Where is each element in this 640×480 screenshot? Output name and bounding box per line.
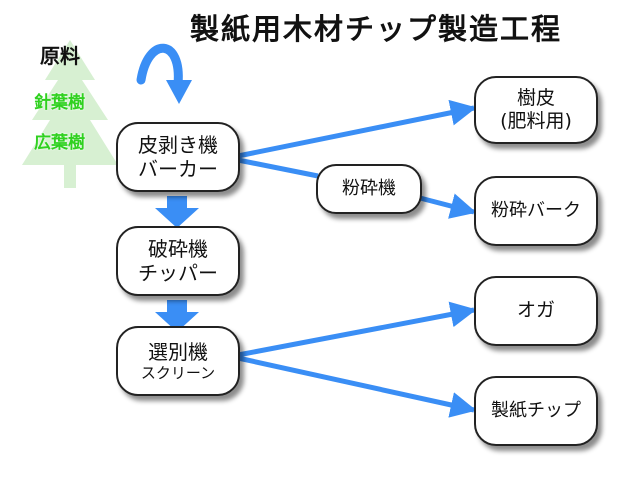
- arrow-screener-to-oga: [237, 301, 477, 358]
- tree-icon: [22, 40, 118, 188]
- bark-label: 樹皮: [516, 86, 555, 109]
- softwood-label: 針葉樹: [34, 93, 85, 113]
- chipper-label: 破砕機: [148, 236, 208, 261]
- chipper-sublabel: チッパー: [138, 261, 218, 285]
- screener-box: 選別機 スクリーン: [116, 326, 240, 396]
- input-curved-arrow: [136, 43, 183, 89]
- crusher-box: 粉砕機: [316, 164, 422, 214]
- arrow-debarker-to-chipper: [155, 196, 199, 228]
- arrow-crusher-to-crushed-bark: [419, 193, 477, 219]
- input-curved-arrowhead: [166, 80, 192, 104]
- paper-chip-label: 製紙チップ: [491, 400, 581, 422]
- bark-output-box: 樹皮 (肥料用): [474, 76, 598, 144]
- crusher-label: 粉砕機: [342, 178, 396, 200]
- chipper-box: 破砕機 チッパー: [116, 226, 240, 296]
- oga-label: オガ: [516, 299, 555, 322]
- diagram-title: 製紙用木材チップ製造工程: [190, 12, 563, 46]
- arrow-screener-to-paper-chip: [237, 355, 477, 418]
- arrow-chipper-to-screener: [155, 300, 199, 332]
- hardwood-label: 広葉樹: [34, 133, 85, 153]
- paper-chip-output-box: 製紙チップ: [474, 376, 598, 446]
- crushed-bark-output-box: 粉砕バーク: [474, 176, 598, 246]
- raw-material-label: 原料: [40, 44, 80, 68]
- arrow-debarker-to-bark: [237, 99, 477, 159]
- arrow-debarker-to-crusher: [237, 157, 319, 179]
- screener-sublabel: スクリーン: [140, 364, 216, 383]
- screener-label: 選別機: [148, 339, 208, 364]
- crushed-bark-label: 粉砕バーク: [491, 200, 581, 222]
- debarker-sublabel: バーカー: [138, 157, 218, 181]
- debarker-label: 皮剥き機: [138, 132, 218, 157]
- oga-output-box: オガ: [474, 276, 598, 346]
- bark-sublabel: (肥料用): [500, 110, 572, 132]
- debarker-box: 皮剥き機 バーカー: [116, 122, 240, 192]
